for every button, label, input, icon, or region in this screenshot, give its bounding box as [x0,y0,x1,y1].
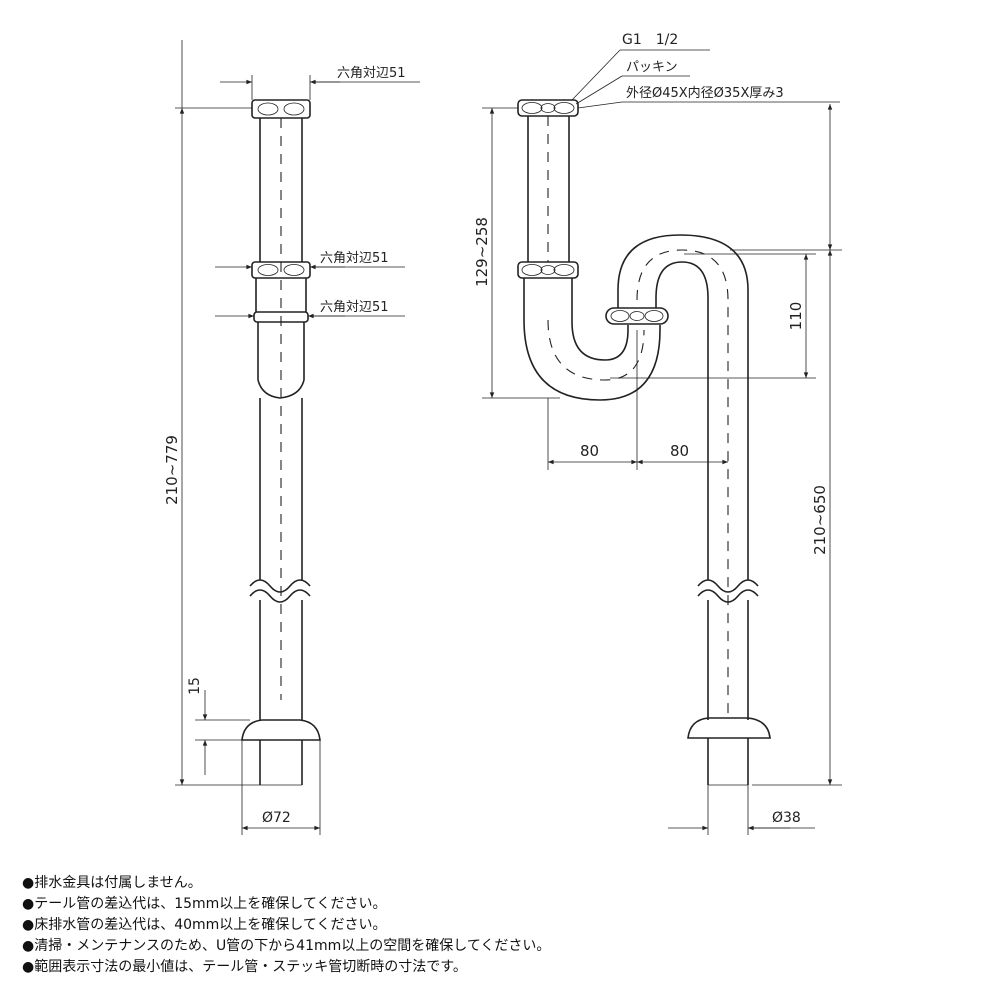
label-left-diameter: Ø72 [262,810,291,826]
label-right-tail-adjust: 129~258 [473,217,491,287]
left-view: 六角対辺51 六角対辺51 六角対辺51 210~779 [163,40,420,835]
label-gasket-spec: 外径Ø45X内径Ø35X厚み3 [626,85,784,101]
leader-gasket-spec: 外径Ø45X内径Ø35X厚み3 [577,85,840,109]
dim-left-insert-15: 15 [187,677,250,775]
drain-trap-dimension-drawing: 六角対辺51 六角対辺51 六角対辺51 210~779 [163,32,842,835]
dim-right-pipe-length: 210~650 [752,249,842,786]
note-item: 床排水管の差込代は、40mm以上を確保してください。 [22,915,982,936]
right-u-nut [517,261,579,315]
dim-right-diameter: Ø38 [668,785,815,835]
dim-left-top-hex: 六角対辺51 [220,66,420,100]
left-floor-flange [241,719,321,786]
dim-left-total-length: 210~779 [163,40,260,786]
right-side-nut [605,307,669,325]
note-item: テール管の差込代は、15mm以上を確保してください。 [22,894,982,915]
label-right-pipe-length: 210~650 [811,485,829,555]
leader-thread: G1 1/2 [571,32,710,101]
note-item: 排水金具は付属しません。 [22,873,982,894]
dim-left-diameter: Ø72 [241,740,321,835]
dim-right-top-adjust [730,104,842,251]
label-offset-b: 80 [670,442,689,460]
label-left-total-length: 210~779 [163,435,181,505]
label-offset-a: 80 [580,442,599,460]
right-u-trap [523,315,661,401]
dim-left-lower-hex: 六角対辺51 [215,300,405,319]
right-floor-flange [687,717,771,786]
right-tail-pipe [527,116,570,262]
left-middle-nut [251,261,311,312]
right-stick-pipe [617,234,759,720]
label-left-top-hex: 六角対辺51 [337,66,406,81]
right-view: G1 1/2 パッキン 外径Ø45X内径Ø35X厚み3 129~258 [473,32,842,835]
label-right-diameter: Ø38 [772,810,801,826]
left-stick-pipe [249,118,311,720]
note-item: 清掃・メンテナンスのため、U管の下から41mm以上の空間を確保してください。 [22,936,982,957]
label-left-insert-15: 15 [187,677,203,695]
dim-horizontal-offsets: 80 80 [547,330,728,470]
notes-list: 排水金具は付属しません。 テール管の差込代は、15mm以上を確保してください。 … [22,873,982,978]
left-tail-pipe [259,118,303,262]
dim-right-tail-adjust: 129~258 [473,107,560,399]
dim-trap-height: 110 [610,253,816,379]
note-item: 範囲表示寸法の最小値は、テール管・ステッキ管切断時の寸法です。 [22,957,982,978]
label-thread: G1 1/2 [622,32,678,48]
dim-left-mid-hex: 六角対辺51 [215,251,405,270]
label-trap-height: 110 [787,302,805,331]
label-gasket: パッキン [626,60,678,75]
label-left-lower-hex: 六角対辺51 [320,300,389,315]
left-top-nut [251,99,311,119]
label-left-mid-hex: 六角対辺51 [320,251,389,266]
leader-gasket: パッキン [575,60,690,105]
right-top-nut [517,99,579,117]
